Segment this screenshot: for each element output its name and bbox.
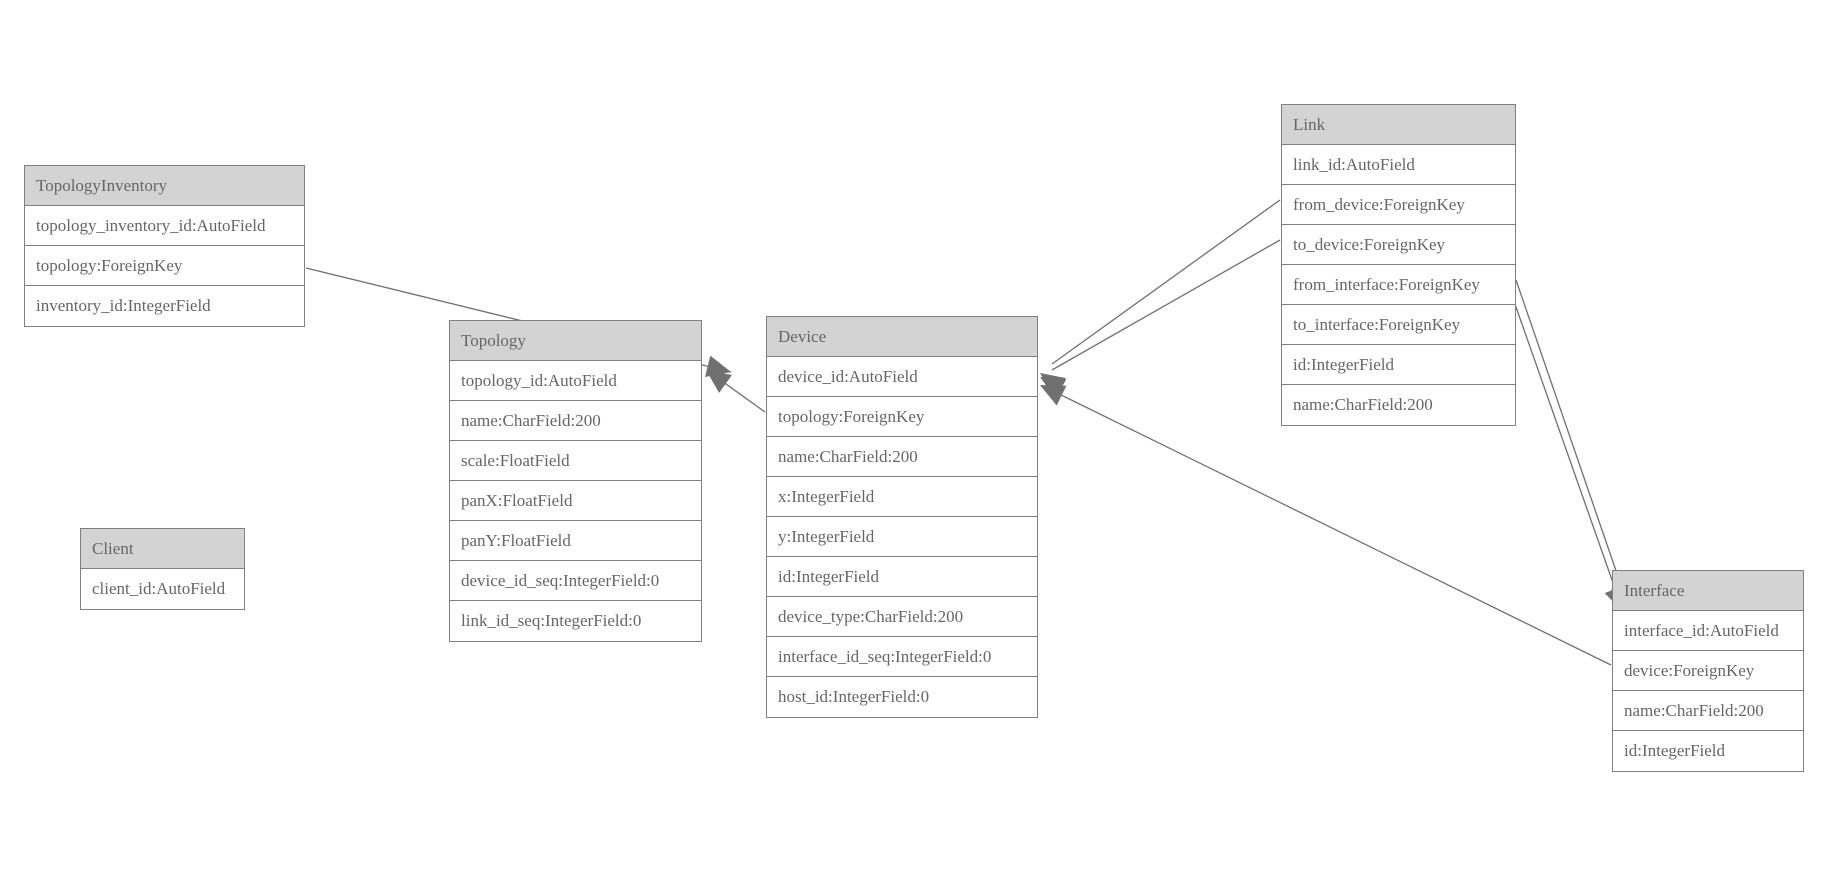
edge-line [1054, 391, 1612, 666]
field-row: link_id_seq:IntegerField:0 [450, 601, 701, 641]
field-row: topology_id:AutoField [450, 361, 701, 401]
field-row: interface_id_seq:IntegerField:0 [767, 637, 1037, 677]
field-row: id:IntegerField [1282, 345, 1515, 385]
edge-arrowhead [705, 355, 731, 377]
entity-title-topology_inventory: TopologyInventory [25, 166, 304, 206]
edge-line [1515, 279, 1625, 595]
field-row: client_id:AutoField [81, 569, 244, 609]
field-row: to_device:ForeignKey [1282, 225, 1515, 265]
edge-arrowhead [706, 370, 732, 393]
field-row: panY:FloatField [450, 521, 701, 561]
entity-title-interface: Interface [1613, 571, 1803, 611]
field-row: id:IntegerField [1613, 731, 1803, 771]
relationship-edge-link-to_interface[interactable] [1509, 289, 1633, 616]
field-row: x:IntegerField [767, 477, 1037, 517]
edge-line [1051, 199, 1281, 365]
field-row: link_id:AutoField [1282, 145, 1515, 185]
field-row: host_id:IntegerField:0 [767, 677, 1037, 717]
field-row: topology:ForeignKey [25, 246, 304, 286]
field-row: from_device:ForeignKey [1282, 185, 1515, 225]
field-row: interface_id:AutoField [1613, 611, 1803, 651]
field-row: inventory_id:IntegerField [25, 286, 304, 326]
field-row: topology_inventory_id:AutoField [25, 206, 304, 246]
relationship-edge-link-from_interface[interactable] [1515, 279, 1639, 613]
entity-title-topology: Topology [450, 321, 701, 361]
relationship-edge-device-topology[interactable] [700, 361, 766, 413]
field-row: device_id_seq:IntegerField:0 [450, 561, 701, 601]
edge-line [711, 373, 766, 413]
field-row: topology:ForeignKey [767, 397, 1037, 437]
entity-title-device: Device [767, 317, 1037, 357]
field-row: device_type:CharField:200 [767, 597, 1037, 637]
field-row: device:ForeignKey [1613, 651, 1803, 691]
field-row: from_interface:ForeignKey [1282, 265, 1515, 305]
relationship-edge-link-to_device[interactable] [1035, 239, 1281, 399]
edge-arrowhead [1040, 385, 1067, 406]
field-row: id:IntegerField [767, 557, 1037, 597]
entity-title-link: Link [1282, 105, 1515, 145]
field-row: name:CharField:200 [1613, 691, 1803, 731]
entity-fields-client: client_id:AutoField [81, 569, 244, 609]
field-row: device_id:AutoField [767, 357, 1037, 397]
relationship-edge-link-from_device[interactable] [1034, 199, 1281, 396]
edge-line [1509, 289, 1619, 598]
edge-arrowhead [1040, 373, 1066, 396]
edge-arrowhead [1040, 377, 1067, 399]
field-row: to_interface:ForeignKey [1282, 305, 1515, 345]
field-row: y:IntegerField [767, 517, 1037, 557]
field-row: name:CharField:200 [450, 401, 701, 441]
entity-title-client: Client [81, 529, 244, 569]
edge-line [1051, 239, 1281, 371]
field-row: panX:FloatField [450, 481, 701, 521]
field-row: scale:FloatField [450, 441, 701, 481]
field-row: name:CharField:200 [767, 437, 1037, 477]
field-row: name:CharField:200 [1282, 385, 1515, 425]
